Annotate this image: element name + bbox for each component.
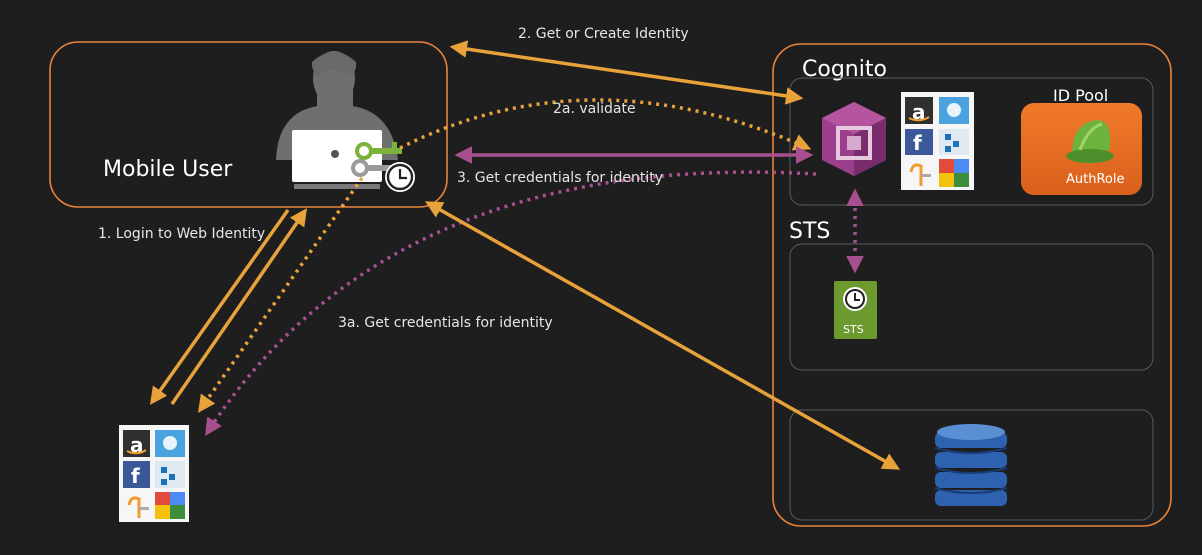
- id-pool-label: ID Pool: [1053, 86, 1108, 105]
- dynamodb-icon: [934, 424, 1008, 506]
- arrow-get-or-create-identity: [449, 40, 804, 105]
- auth-role-card: AuthRole: [1021, 103, 1142, 195]
- sts-badge-label: STS: [843, 323, 864, 336]
- label-step-1: 1. Login to Web Identity: [98, 226, 265, 242]
- arrow-login-to-provider: [149, 208, 290, 405]
- label-step-3a: 3a. Get credentials for identity: [338, 315, 553, 331]
- arrow-get-credentials-provider: [205, 170, 817, 436]
- svg-text:a: a: [130, 433, 144, 457]
- arrow-token-to-provider: [197, 176, 364, 413]
- arrow-validate: [399, 98, 812, 151]
- svg-text:f: f: [913, 131, 922, 155]
- identity-providers-icon: a f: [901, 92, 974, 190]
- label-step-2a: 2a. validate: [553, 101, 636, 117]
- auth-role-label: AuthRole: [1066, 172, 1124, 187]
- sts-section-label: STS: [789, 219, 830, 244]
- cognito-icon: [822, 102, 886, 176]
- clock-icon: [385, 162, 415, 192]
- user-at-laptop-icon: [276, 51, 398, 189]
- mobile-user-box: Mobile User: [49, 41, 448, 208]
- mobile-user-label: Mobile User: [103, 157, 233, 182]
- svg-text:f: f: [131, 464, 140, 488]
- svg-text:a: a: [912, 100, 926, 124]
- sts-icon: STS: [834, 281, 877, 339]
- id-pool-panel: [789, 77, 1154, 206]
- identity-providers-icon: a f: [119, 425, 189, 522]
- key-icon: [351, 142, 402, 177]
- arrow-provider-to-user: [170, 208, 307, 405]
- helmet-icon: [1066, 120, 1114, 163]
- label-step-3: 3. Get credentials for identity: [457, 170, 663, 186]
- arrows: [149, 40, 901, 470]
- arrow-user-dynamodb: [424, 201, 901, 470]
- label-step-2: 2. Get or Create Identity: [518, 26, 689, 42]
